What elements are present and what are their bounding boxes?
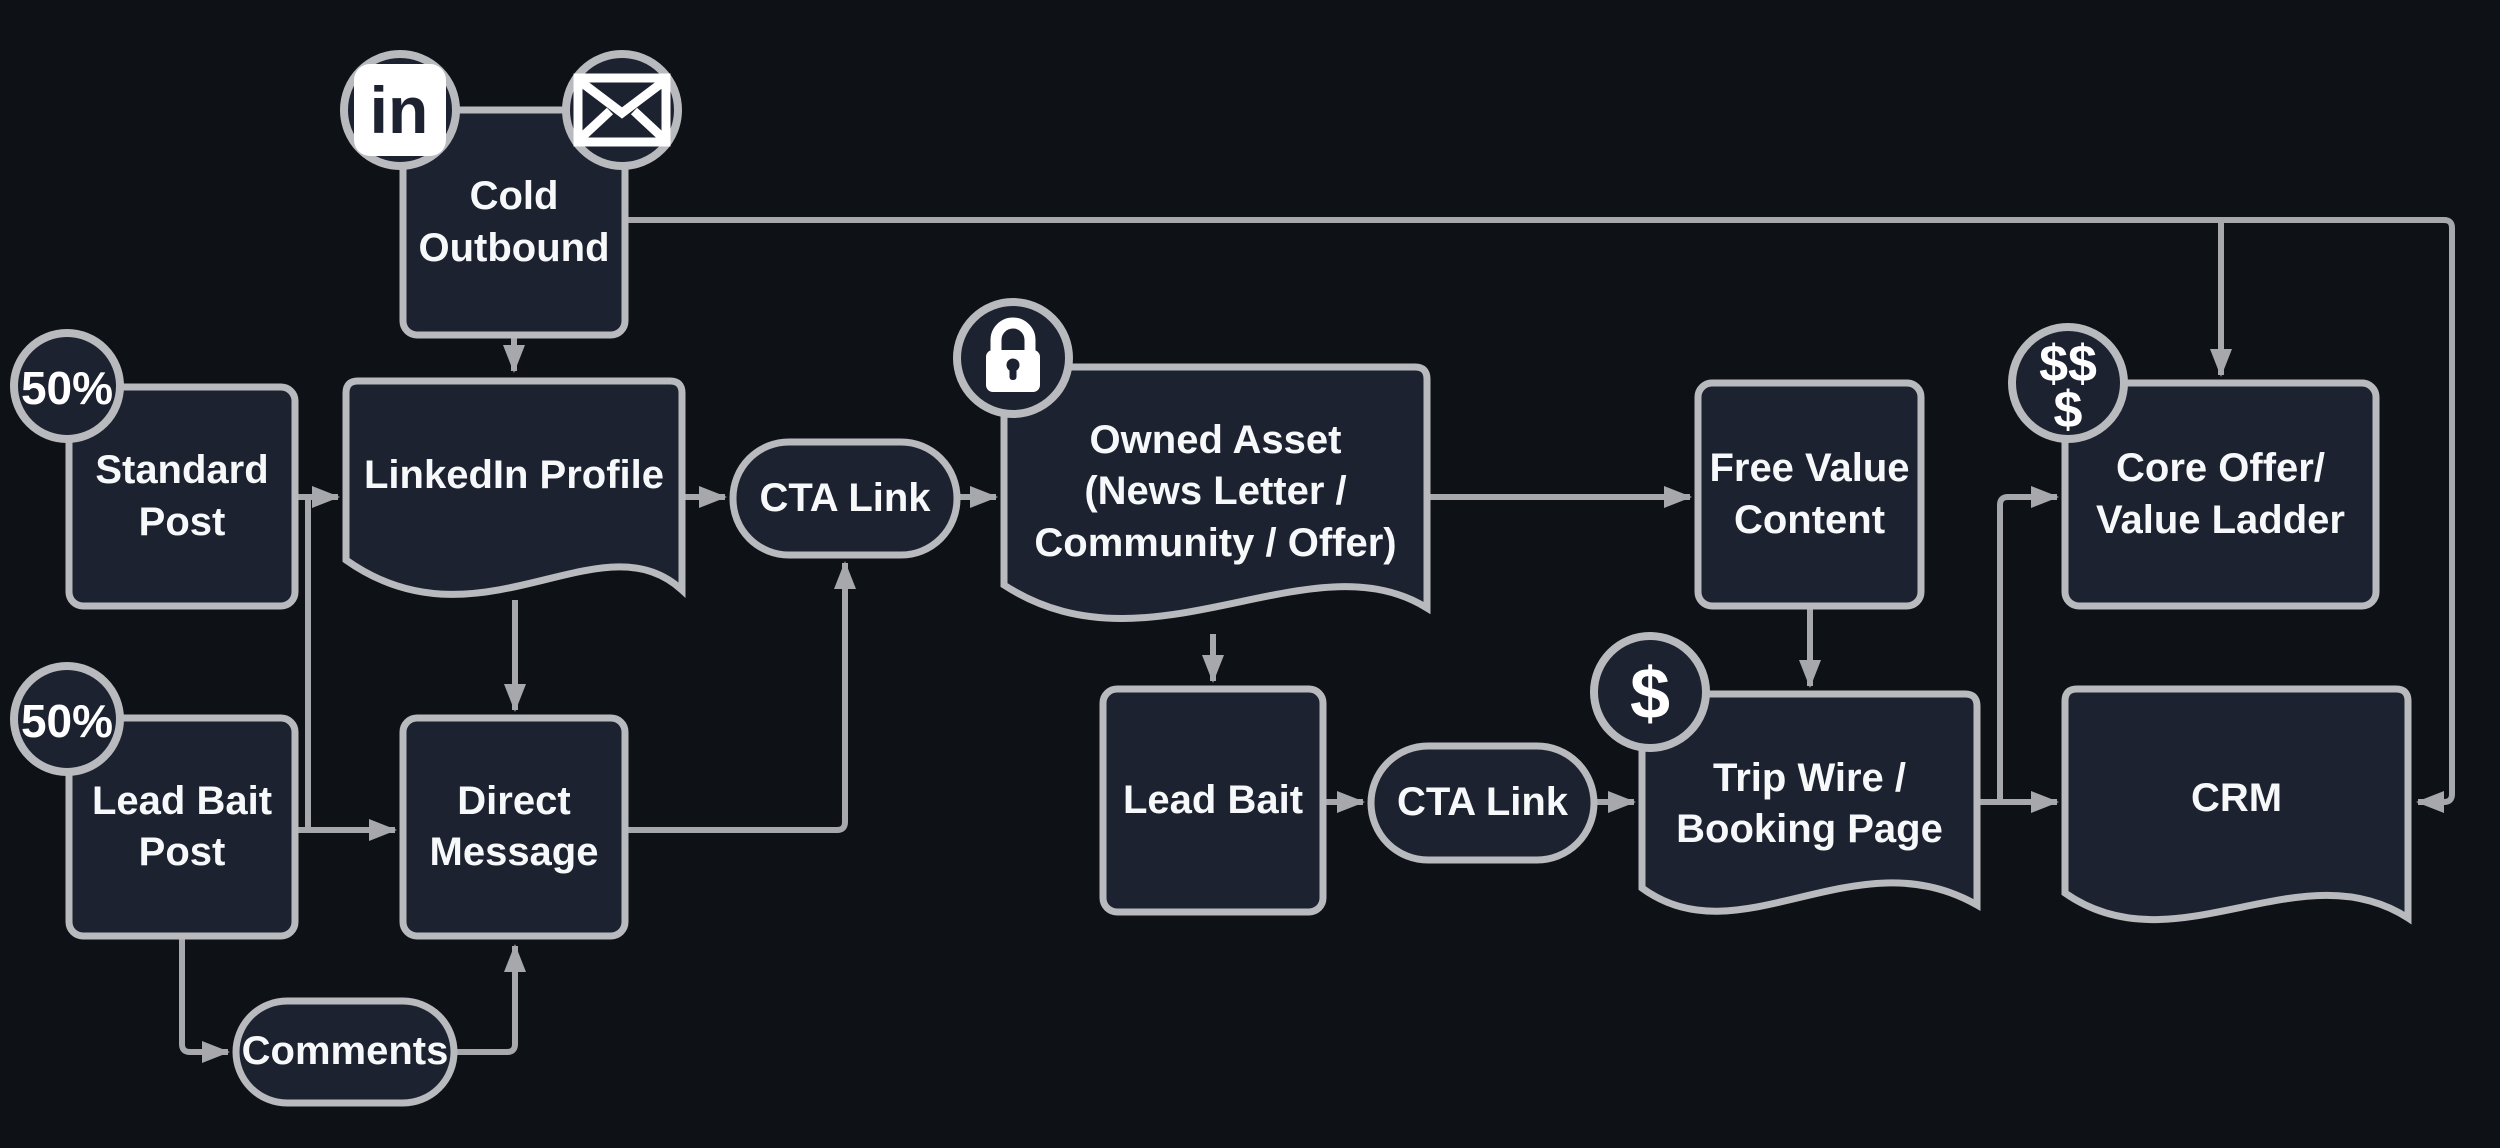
node-shapes	[65, 106, 2412, 1107]
node-lead-bait-shape	[1099, 685, 1327, 916]
node-cold-outbound-shape	[399, 106, 629, 339]
dollar-icon: $	[1590, 632, 1710, 752]
node-comments-shape	[232, 997, 458, 1107]
node-cta-link-2-shape	[1367, 742, 1598, 864]
svg-text:50%: 50%	[21, 695, 113, 747]
badges: in 50% 50%	[10, 50, 2128, 776]
edge-coldoutbound-crm	[625, 217, 2455, 813]
fifty-percent-badge: 50%	[10, 329, 124, 443]
fifty-percent-badge: 50%	[10, 662, 124, 776]
svg-text:$: $	[1630, 654, 1670, 734]
svg-text:$$: $$	[2039, 335, 2097, 393]
envelope-icon	[562, 50, 682, 170]
edge-leadbaitpost-comments	[179, 936, 230, 1063]
edge-tripwire-coreoffer	[1997, 486, 2059, 802]
node-crm-shape	[2061, 685, 2412, 925]
svg-text:50%: 50%	[21, 362, 113, 414]
node-direct-message-shape	[399, 714, 629, 940]
edge-comments-directmessage	[454, 944, 526, 1055]
lock-icon	[953, 298, 1073, 418]
node-cta-link-1-shape	[729, 438, 961, 559]
node-lead-bait-post-shape	[65, 714, 299, 940]
svg-text:$: $	[2054, 381, 2083, 439]
svg-text:in: in	[370, 73, 429, 147]
node-owned-asset-shape	[1000, 363, 1431, 622]
linkedin-icon: in	[340, 50, 460, 170]
node-core-offer-shape	[2061, 379, 2380, 610]
node-standard-post-shape	[65, 383, 299, 610]
node-linkedin-profile-shape	[342, 377, 686, 598]
node-free-value-content-shape	[1694, 379, 1925, 610]
triple-dollar-icon: $$ $	[2008, 323, 2128, 443]
edge-directmessage-ctalink1	[625, 561, 856, 833]
connectors	[179, 217, 2455, 1063]
